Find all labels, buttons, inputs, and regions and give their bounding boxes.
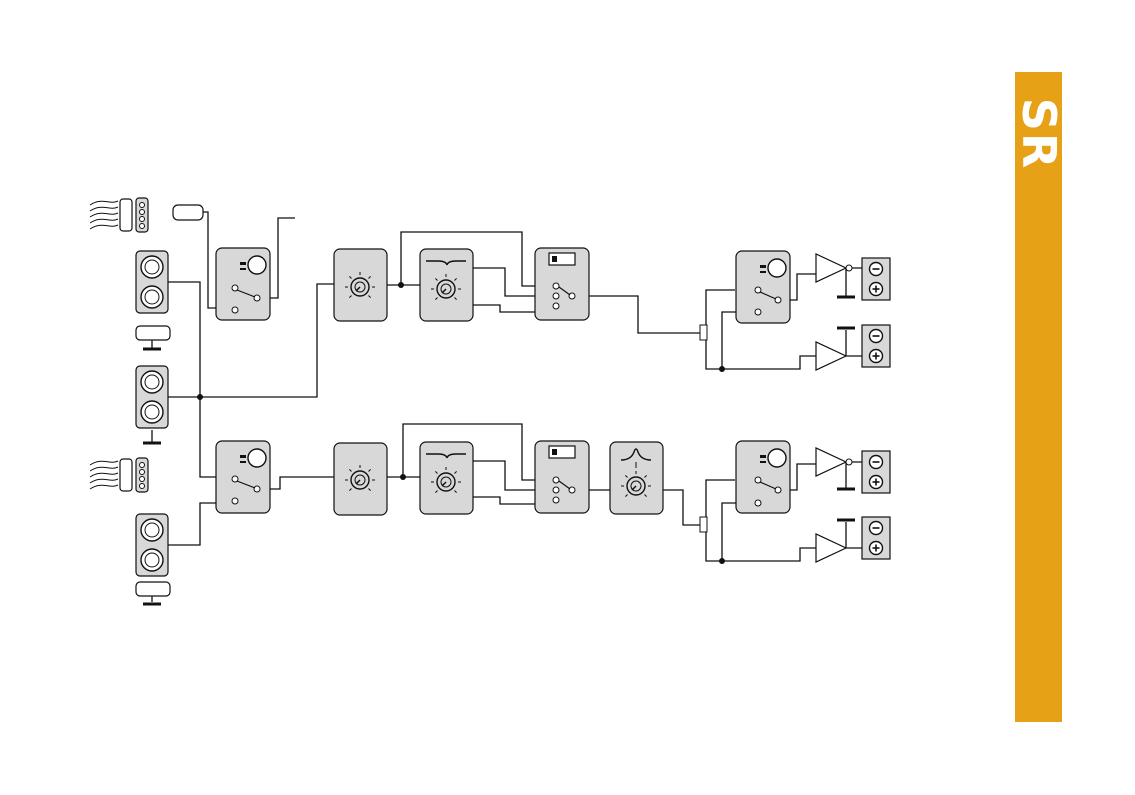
jack-socket-icon (136, 514, 168, 576)
guitar-pickup-icon (90, 458, 148, 492)
amplifier-icon (816, 254, 846, 282)
channel-2-meter-module (535, 441, 589, 513)
channel-1-filter-module (420, 249, 473, 321)
plug-icon (173, 205, 203, 220)
amplifier-icon (816, 534, 846, 562)
channel-2-output-switch (736, 441, 790, 513)
splitter-icon (700, 325, 707, 340)
splitter-icon (700, 517, 707, 532)
channel-1-gain-module (334, 249, 387, 321)
channel-2-gain-module (334, 443, 387, 515)
channel-1-output-switch (736, 251, 790, 323)
terminal-icon (862, 325, 890, 367)
junctions (197, 282, 725, 564)
channel-2-input-switch (216, 441, 270, 513)
channel-1-input-switch (216, 248, 270, 320)
channel-1-meter-module (535, 248, 589, 320)
plug-icon (136, 582, 170, 596)
brand-logo: SR (1016, 98, 1062, 171)
jack-socket-icon (136, 366, 168, 428)
guitar-pickup-icon (90, 198, 148, 232)
amplifier-icon (816, 448, 846, 476)
terminal-icon (862, 258, 890, 300)
brand-sidebar: SR (1015, 72, 1062, 722)
jack-socket-icon (136, 251, 168, 313)
signal-flow-diagram (0, 0, 1000, 795)
plug-icon (136, 326, 170, 340)
channel-2-filter-module (420, 442, 473, 514)
terminal-icon (862, 451, 890, 493)
amplifier-icon (816, 342, 846, 370)
channel-2-eq-module (610, 442, 663, 514)
terminal-icon (862, 517, 890, 559)
